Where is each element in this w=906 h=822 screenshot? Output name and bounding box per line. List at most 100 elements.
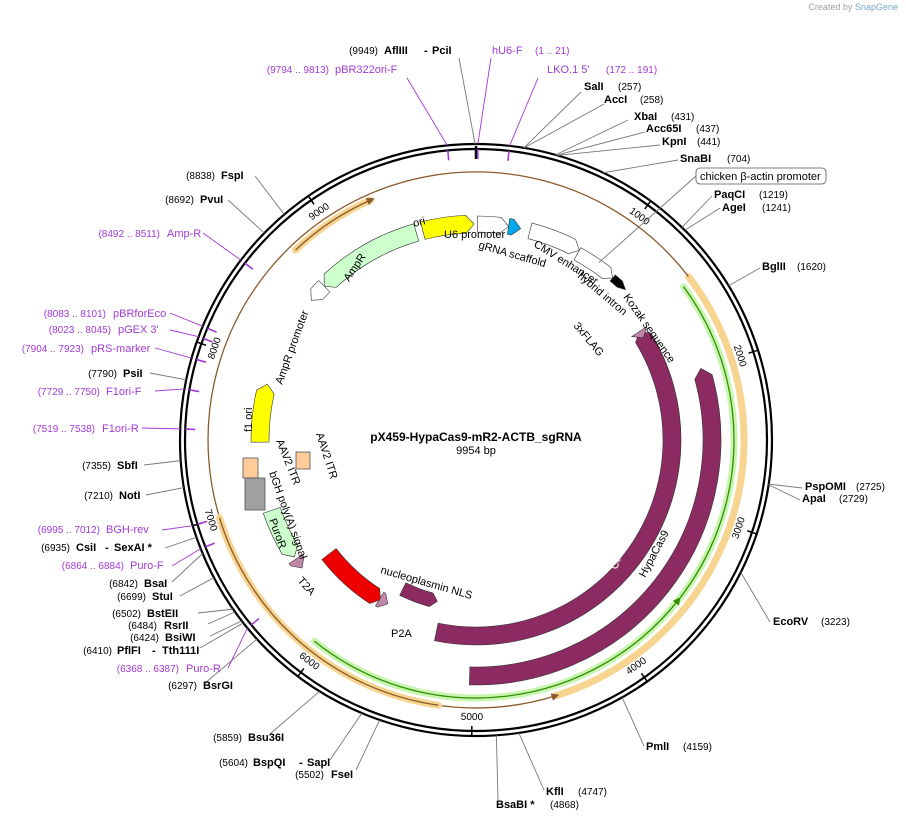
- primer-name: Puro-F: [130, 560, 164, 572]
- enzyme-name: XbaI: [634, 111, 657, 123]
- leader-line: [207, 611, 236, 625]
- leader-line: [145, 487, 184, 496]
- leader-line: [179, 577, 215, 597]
- primer-mark: [446, 150, 450, 161]
- leader-line: [161, 525, 193, 531]
- enzyme-name: RsrII: [164, 620, 188, 632]
- enzyme-name: PvuI: [200, 194, 223, 206]
- leader-lines: [141, 57, 803, 801]
- u6-promoter-label: U6 promoter: [444, 229, 505, 241]
- enzyme-pos: (5604): [219, 758, 248, 769]
- enzyme-name: BstEII: [147, 608, 178, 620]
- kozak-arc: [609, 274, 626, 291]
- leader-line: [555, 119, 629, 156]
- enzyme-pos: (258): [640, 95, 663, 106]
- primer-name: pRS-marker: [91, 343, 151, 355]
- flag-arc: [630, 325, 648, 339]
- leader-line: [171, 548, 201, 567]
- enzyme-pos: (1620): [797, 262, 826, 273]
- leader-line: [768, 484, 801, 501]
- green-highlight: [310, 283, 738, 702]
- primer-range: (6995 .. 7012): [38, 525, 100, 536]
- primer-range: (7729 .. 7750): [38, 387, 100, 398]
- enzyme-pos: (6297): [168, 681, 197, 692]
- leader-line: [495, 735, 499, 801]
- enzyme-pos: (6424): [130, 633, 159, 644]
- enzyme-name: PflFI: [117, 645, 141, 657]
- mruby-label: mRuby2: [329, 602, 371, 628]
- primer-range: (7519 .. 7538): [33, 424, 95, 435]
- primer-range: (8083 .. 8101): [44, 309, 106, 320]
- bgh-polya-box: [244, 477, 266, 511]
- enzyme-pos: (257): [618, 82, 641, 93]
- primer-mark: [197, 520, 208, 526]
- enzyme-name: CsiI: [76, 542, 96, 554]
- leader-line: [509, 77, 539, 147]
- enzyme-name: BsiWI: [165, 632, 196, 644]
- primer-name: hU6-F: [492, 45, 523, 57]
- scale-tick: [297, 667, 305, 677]
- enzyme-name: KflI: [546, 786, 564, 798]
- enzyme-name: StuI: [152, 591, 173, 603]
- enzyme-pos: (4159): [683, 742, 712, 753]
- enzyme-pos: (7355): [82, 461, 111, 472]
- enzyme-name: FspI: [221, 170, 244, 182]
- leader-line: [154, 347, 192, 359]
- primer-name: F1ori-F: [106, 386, 142, 398]
- leader-line: [203, 638, 258, 685]
- leader-line: [621, 697, 645, 747]
- enzyme-pos: (2729): [839, 494, 868, 505]
- enzyme-name: SbfI: [117, 460, 138, 472]
- enzyme-pos: (1219): [759, 190, 788, 201]
- leader-line: [169, 312, 203, 327]
- mruby-arc: [321, 548, 381, 604]
- scale-tick-label: 5000: [461, 712, 484, 723]
- flag-label: 3xFLAG: [571, 320, 606, 359]
- leader-line: [171, 553, 203, 583]
- enzyme-name: SnaBI: [680, 153, 711, 165]
- f1-ori-label: f1 ori: [243, 408, 255, 432]
- scale-tick: [196, 341, 207, 347]
- primer-range: (8023 .. 8045): [49, 325, 111, 336]
- enzyme-name: EcoRV: [773, 616, 809, 628]
- enzyme-pos: (6842): [109, 579, 138, 590]
- watermark-prefix: Created by: [808, 2, 853, 12]
- scale-tick-label: 7000: [202, 508, 219, 533]
- primer-mark: [250, 617, 260, 626]
- enzyme-name: BsaBI *: [496, 799, 535, 811]
- enzyme-pos: (704): [727, 154, 750, 165]
- enzyme-name: SapI: [307, 757, 330, 769]
- primer-name: pBRforEco: [113, 308, 166, 320]
- backbone: [178, 142, 774, 738]
- leader-line: [458, 57, 476, 145]
- enzyme-pos: (6410): [83, 646, 112, 657]
- enzyme-pos: (437): [696, 124, 719, 135]
- enzyme-pos: (4747): [578, 787, 607, 798]
- enzyme-name: PaqCI: [714, 189, 745, 201]
- snapgene-logo: SnapGene: [854, 2, 898, 12]
- aav2-itr-box-1: [295, 451, 311, 470]
- enzyme-name: PciI: [432, 45, 452, 57]
- enzyme-pos: (1241): [762, 203, 791, 214]
- leader-line: [149, 372, 187, 381]
- primer-marks: [185, 149, 510, 626]
- enzyme-pos: (6935): [41, 543, 70, 554]
- hypacas9-arc: [469, 367, 722, 686]
- scale-tick: [307, 195, 315, 205]
- enzyme-name: NotI: [119, 490, 140, 502]
- leader-line: [681, 195, 713, 228]
- leader-line: [202, 232, 242, 261]
- ori-label: ori: [412, 215, 427, 230]
- leader-line: [227, 627, 248, 669]
- t2a-arc: [288, 554, 305, 569]
- leader-line: [227, 199, 265, 234]
- enzyme-labels: (9949) AflIII - PciI SalI (257) AccI (25…: [41, 45, 885, 811]
- primer-mark: [207, 327, 217, 333]
- enzyme-name: FseI: [331, 769, 353, 781]
- enzyme-name: AgeI: [722, 202, 746, 214]
- plasmid-length: 9954 bp: [456, 445, 496, 457]
- p2a-arc: [375, 591, 389, 608]
- enzyme-pos: (8692): [165, 195, 194, 206]
- ori-arc: [420, 214, 475, 240]
- primer-name: F1ori-R: [102, 423, 139, 435]
